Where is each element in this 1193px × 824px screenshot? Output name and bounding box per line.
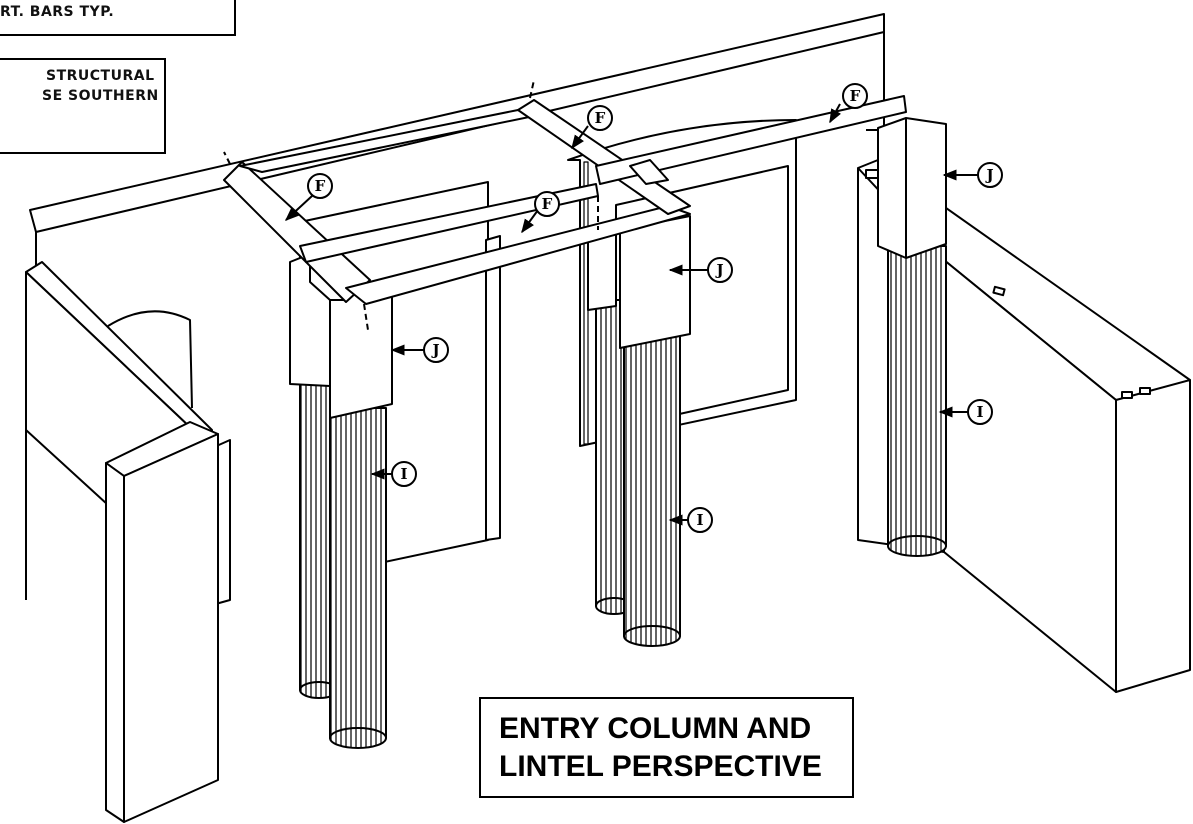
lintel-back-beam: [239, 109, 535, 173]
callout-i-center: [668, 507, 713, 533]
lintel-right-beam: [595, 95, 907, 185]
callout-f-mid: [571, 105, 613, 150]
drawing-title-line-1: ENTRY COLUMN AND: [499, 712, 812, 745]
note-structural-line-2: SE SOUTHERN: [42, 88, 159, 104]
callout-f-mid-label: F: [595, 109, 606, 127]
note-bars-line: RT. BARS TYP.: [0, 4, 115, 20]
callout-j-center: [668, 257, 733, 283]
callout-j-left: [390, 337, 449, 363]
column-right: [887, 245, 947, 547]
right-wall-front: [1115, 379, 1191, 693]
left-front-slab-face: [123, 433, 219, 823]
capital-center: [619, 215, 691, 349]
drawing-title-box: ENTRY COLUMN AND LINTEL PERSPECTIVE: [479, 697, 854, 798]
column-left-front: [329, 407, 387, 739]
callout-f-center-label: F: [542, 195, 553, 213]
left-front-slab: [105, 462, 125, 823]
callout-f-center: [521, 191, 560, 234]
center-door-panel: [485, 235, 501, 541]
capital-right: [877, 117, 947, 259]
callout-i-right: [938, 399, 993, 425]
note-structural-line-1: STRUCTURAL: [46, 68, 155, 84]
callout-j-left-label: J: [430, 341, 439, 359]
callout-f-right: [829, 83, 868, 124]
left-arch: [107, 310, 193, 409]
callout-i-center-label: I: [696, 511, 703, 529]
callout-j-right: [942, 162, 1003, 188]
note-bars: RT. BARS TYP.: [0, 0, 236, 36]
column-center-front: [623, 335, 681, 637]
note-structural: STRUCTURAL SE SOUTHERN: [0, 58, 166, 154]
capital-left: [329, 285, 393, 419]
drawing-title-line-2: LINTEL PERSPECTIVE: [499, 750, 822, 783]
lintel-front-beam: [345, 205, 691, 305]
callout-f-right-label: F: [850, 87, 861, 105]
callout-f-left-label: F: [315, 177, 326, 195]
callout-j-center-label: J: [714, 261, 723, 279]
callout-j-right-label: J: [984, 166, 993, 184]
callout-i-left: [370, 461, 417, 487]
callout-i-right-label: I: [976, 403, 983, 421]
callout-f-left: [284, 173, 333, 221]
callout-i-left-label: I: [400, 465, 407, 483]
